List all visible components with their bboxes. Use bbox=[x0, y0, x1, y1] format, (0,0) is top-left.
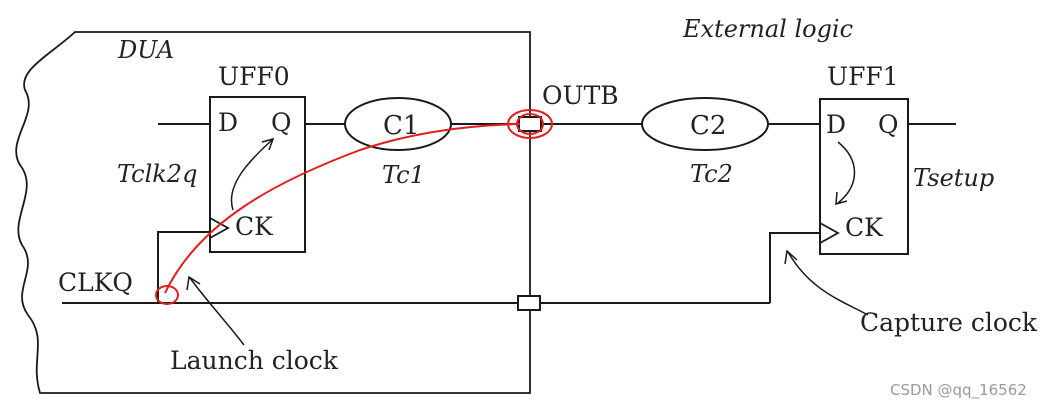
tsetup-label: Tsetup bbox=[913, 164, 994, 192]
clkq-label: CLKQ bbox=[58, 268, 133, 297]
uff1-clock-triangle bbox=[819, 222, 840, 244]
c1-delay: Tc1 bbox=[382, 161, 425, 189]
uff1-box bbox=[819, 98, 909, 255]
uff1-ck-pin: CK bbox=[845, 213, 884, 242]
uff0-ck-pin: CK bbox=[235, 212, 274, 241]
red-circle-outb-inner bbox=[516, 113, 544, 135]
outb-label: OUTB bbox=[542, 81, 619, 110]
uff0-q-pin: Q bbox=[271, 108, 292, 137]
outb-port bbox=[518, 116, 542, 132]
red-path-curve bbox=[164, 123, 521, 294]
dua-boundary bbox=[15, 31, 531, 394]
watermark: CSDN @qq_16562 bbox=[890, 381, 1027, 400]
launch-clock-label: Launch clock bbox=[170, 346, 339, 375]
red-annotations bbox=[155, 109, 553, 305]
red-circle-outb bbox=[507, 109, 553, 139]
c2-label: C2 bbox=[690, 111, 726, 141]
red-circle-clkq bbox=[155, 285, 179, 305]
c1-ellipse bbox=[344, 97, 452, 151]
wires bbox=[62, 123, 956, 304]
uff1-q-pin: Q bbox=[878, 110, 899, 139]
uff0-name: UFF0 bbox=[218, 62, 290, 91]
uff0-d-pin: D bbox=[218, 108, 238, 137]
uff1-name: UFF1 bbox=[827, 62, 899, 91]
capture-clock-label: Capture clock bbox=[860, 308, 1038, 337]
uff1-d-pin: D bbox=[826, 110, 846, 139]
annotation-arrows bbox=[186, 137, 869, 346]
tclk2q-label: Tclk2q bbox=[117, 160, 197, 188]
dua-label: DUA bbox=[117, 36, 174, 64]
external-logic-label: External logic bbox=[682, 15, 853, 43]
clkq-port bbox=[517, 295, 541, 311]
uff0-box bbox=[209, 96, 306, 253]
c2-ellipse bbox=[641, 97, 769, 151]
uff0-clock-triangle bbox=[209, 217, 230, 239]
c2-delay: Tc2 bbox=[690, 160, 733, 188]
